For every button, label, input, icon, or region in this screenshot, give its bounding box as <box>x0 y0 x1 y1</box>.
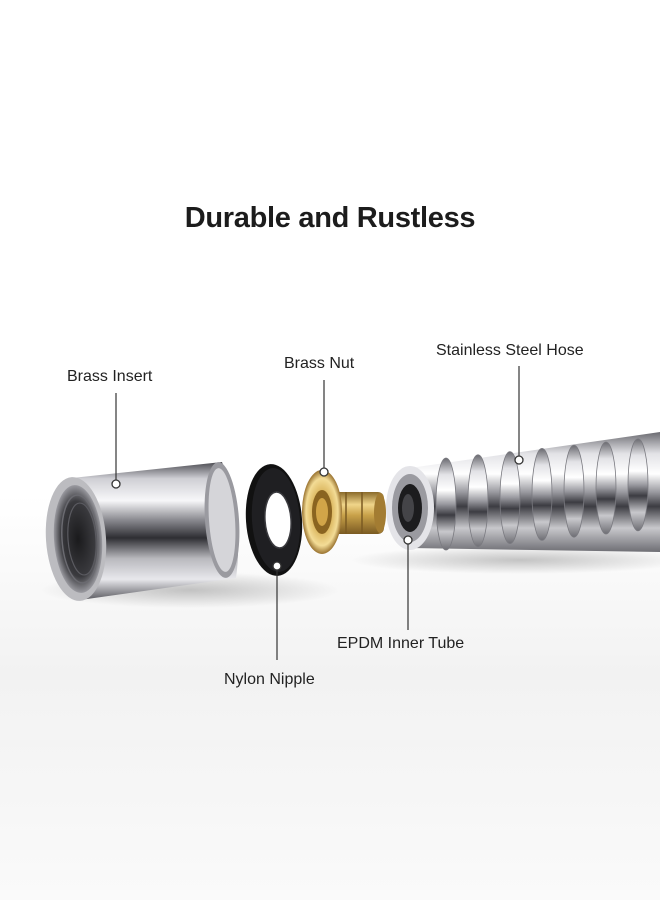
brass-nut-part <box>302 470 386 554</box>
hose-rib <box>531 447 553 541</box>
hose-rib <box>595 441 617 535</box>
epdm-inner-tube-marker <box>403 535 413 545</box>
nylon-nipple-marker <box>272 561 282 571</box>
hose-rib <box>499 451 521 545</box>
brass-insert-marker <box>111 479 121 489</box>
hose-rib <box>467 454 489 548</box>
label-stainless-steel-hose: Stainless Steel Hose <box>436 342 584 359</box>
epdm-inner-tube-part <box>386 432 660 552</box>
label-epdm-inner-tube: EPDM Inner Tube <box>337 635 465 652</box>
label-nylon-nipple: Nylon Nipple <box>224 671 315 688</box>
brass-nut-marker <box>319 467 329 477</box>
hose-rib <box>627 438 649 532</box>
hose-rib <box>435 457 457 551</box>
label-brass-nut: Brass Nut <box>284 355 355 372</box>
stainless-steel-hose-marker <box>514 455 524 465</box>
headline: Durable and Rustless <box>184 202 476 234</box>
nylon-nipple-part <box>245 464 303 576</box>
stainless-steel-hose-part <box>435 438 649 551</box>
hose-rib <box>563 444 585 538</box>
label-brass-insert: Brass Insert <box>67 368 153 385</box>
brass-insert-part <box>45 462 240 601</box>
